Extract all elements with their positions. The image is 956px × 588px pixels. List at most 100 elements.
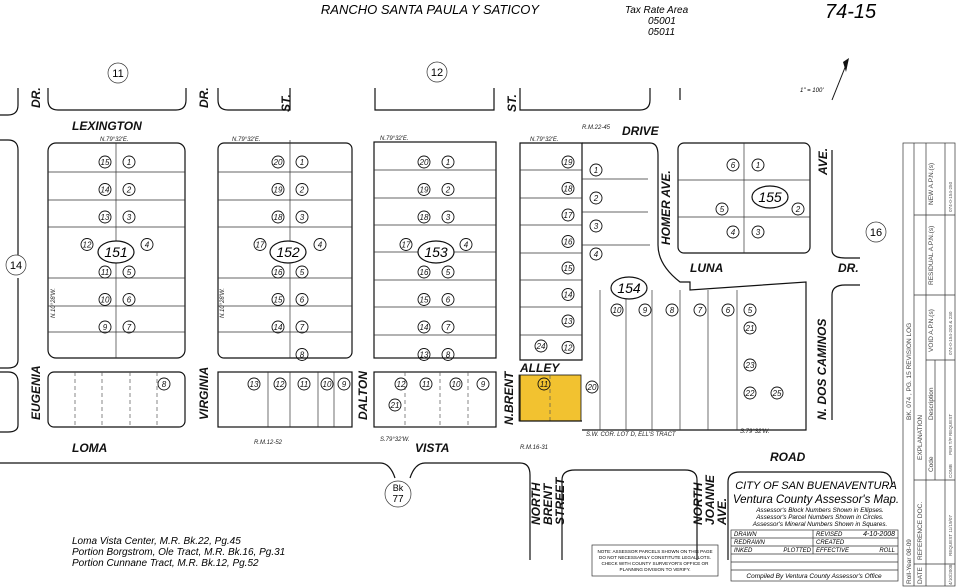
parcel-circle (638, 303, 652, 317)
parcel-number[interactable]: 11 (101, 268, 109, 277)
adjacent-map-16[interactable]: 16 (870, 227, 882, 239)
parcel-number[interactable]: 25 (772, 389, 782, 398)
parcel-number[interactable]: 10 (101, 296, 110, 305)
parcel-number[interactable]: 20 (273, 158, 283, 167)
compiled-by: Compiled By Ventura County Assessor's Of… (746, 573, 882, 580)
parcel-number[interactable]: 14 (420, 323, 429, 332)
parcel-number[interactable]: 11 (422, 380, 430, 389)
parcel-number[interactable]: 5 (720, 205, 725, 214)
parcel-number[interactable]: 3 (300, 213, 305, 222)
parcel-number[interactable]: 19 (564, 158, 573, 167)
parcel-number[interactable]: 16 (420, 268, 429, 277)
parcel-number[interactable]: 3 (446, 213, 451, 222)
parcel-number[interactable]: 8 (446, 351, 451, 360)
parcel-number[interactable]: 17 (256, 241, 265, 250)
parcel-number[interactable]: 8 (300, 351, 305, 360)
parcel-number[interactable]: 4 (731, 228, 736, 237)
parcel-number[interactable]: 5 (127, 268, 132, 277)
parcel-number[interactable]: 6 (731, 161, 736, 170)
parcel-circle (122, 293, 136, 306)
parcel-number[interactable]: 9 (103, 323, 108, 332)
book-ref-77[interactable]: 77 (392, 494, 404, 505)
parcel-number[interactable]: 24 (536, 342, 546, 351)
parcel-number[interactable]: 2 (126, 186, 132, 195)
parcel-number[interactable]: 5 (748, 306, 753, 315)
parcel-number[interactable]: 4 (145, 241, 150, 250)
parcel-number[interactable]: 18 (420, 213, 429, 222)
parcel-number[interactable]: 4 (464, 241, 469, 250)
parcel-number[interactable]: 11 (540, 380, 548, 389)
parcel-number[interactable]: 13 (250, 380, 259, 389)
parcel-number[interactable]: 4 (594, 250, 599, 259)
parcel-number[interactable]: 16 (274, 268, 283, 277)
parcel-number[interactable]: 16 (564, 238, 573, 247)
parcel-number[interactable]: 15 (274, 296, 283, 305)
parcel-number[interactable]: 6 (446, 296, 451, 305)
parcel-number[interactable]: 1 (594, 166, 598, 175)
parcel-number[interactable]: 3 (594, 222, 599, 231)
parcel-number[interactable]: 21 (745, 324, 755, 333)
parcel-number[interactable]: 21 (390, 401, 400, 410)
parcel-number[interactable]: 12 (83, 241, 92, 250)
parcel-number[interactable]: 14 (274, 323, 283, 332)
parcel-number[interactable]: 4 (318, 241, 323, 250)
parcel-number[interactable]: 12 (276, 380, 285, 389)
parcel-number[interactable]: 1 (446, 158, 450, 167)
parcel-number[interactable]: 7 (300, 323, 305, 332)
parcel-number[interactable]: 11 (300, 380, 308, 389)
parcel-number[interactable]: 19 (420, 186, 429, 195)
parcel-number[interactable]: 19 (274, 186, 283, 195)
parcel-number[interactable]: 20 (419, 158, 429, 167)
parcel-number[interactable]: 12 (397, 380, 406, 389)
parcel-number[interactable]: 13 (564, 317, 573, 326)
parcel-number[interactable]: 10 (613, 306, 622, 315)
parcel-number[interactable]: 18 (274, 213, 283, 222)
parcel-number[interactable]: 2 (445, 186, 451, 195)
parcel-number[interactable]: 6 (726, 306, 731, 315)
parcel-number[interactable]: 8 (670, 306, 675, 315)
explanation-header: EXPLANATION (917, 415, 924, 460)
parcel-circle (537, 377, 551, 391)
parcel-circle (122, 265, 136, 279)
parcel-number[interactable]: 13 (420, 351, 429, 360)
parcel-number[interactable]: 9 (643, 306, 648, 315)
adjacent-map-12[interactable]: 12 (431, 67, 443, 79)
parcel-circle (561, 341, 575, 354)
parcel-number[interactable]: 1 (756, 161, 760, 170)
parcel-number[interactable]: 3 (756, 228, 761, 237)
parcel-number[interactable]: 6 (127, 296, 132, 305)
parcel-number[interactable]: 17 (564, 211, 573, 220)
parcel-number[interactable]: 9 (342, 380, 347, 389)
parcel-number[interactable]: 13 (101, 213, 110, 222)
parcel-number[interactable]: 3 (127, 213, 132, 222)
parcel-number[interactable]: 2 (593, 194, 599, 203)
parcel-number[interactable]: 15 (564, 264, 573, 273)
parcel-number[interactable]: 1 (300, 158, 304, 167)
parcel-number[interactable]: 20 (587, 383, 597, 392)
parcel-number[interactable]: 15 (101, 158, 110, 167)
parcel-number[interactable]: 10 (452, 380, 461, 389)
parcel-number[interactable]: 7 (127, 323, 132, 332)
parcel-number[interactable]: 22 (745, 389, 755, 398)
parcel-number[interactable]: 7 (446, 323, 451, 332)
parcel-number[interactable]: 14 (564, 291, 573, 300)
parcel-number[interactable]: 7 (698, 306, 703, 315)
parcel-number[interactable]: 18 (564, 185, 573, 194)
adjacent-map-14[interactable]: 14 (10, 260, 22, 272)
parcel-number[interactable]: 5 (300, 268, 305, 277)
parcel-number[interactable]: 12 (564, 344, 573, 353)
parcel-number[interactable]: 9 (481, 380, 486, 389)
parcel-number[interactable]: 17 (402, 241, 411, 250)
parcel-number[interactable]: 8 (162, 380, 167, 389)
parcel-number[interactable]: 1 (127, 158, 131, 167)
adjacent-map-11[interactable]: 11 (112, 68, 123, 80)
parcel-number[interactable]: 2 (299, 186, 305, 195)
row-date: 4/10/2008 (948, 564, 953, 585)
parcel-number[interactable]: 14 (101, 186, 110, 195)
parcel-number[interactable]: 5 (446, 268, 451, 277)
parcel-number[interactable]: 15 (420, 296, 429, 305)
parcel-number[interactable]: 10 (323, 380, 332, 389)
parcel-number[interactable]: 2 (795, 205, 801, 214)
parcel-number[interactable]: 6 (300, 296, 305, 305)
parcel-number[interactable]: 23 (745, 361, 755, 370)
